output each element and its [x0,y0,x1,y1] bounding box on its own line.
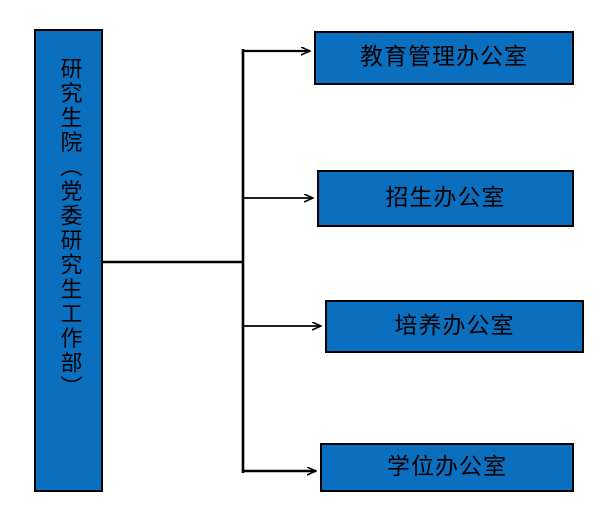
org-node-root[interactable]: 研究生院（党委研究生工作部） [34,29,103,492]
org-node-training-office[interactable]: 培养办公室 [325,300,584,353]
org-node-label: 学位办公室 [387,453,507,480]
org-node-label: 培养办公室 [394,312,515,339]
org-node-education-management-office[interactable]: 教育管理办公室 [314,31,574,85]
org-node-degree-office[interactable]: 学位办公室 [320,443,574,492]
org-node-label: 教育管理办公室 [360,44,528,71]
org-node-label: 招生办公室 [385,184,506,211]
org-node-admissions-office[interactable]: 招生办公室 [317,170,574,227]
org-node-root-label: 研究生院（党委研究生工作部） [56,57,82,400]
